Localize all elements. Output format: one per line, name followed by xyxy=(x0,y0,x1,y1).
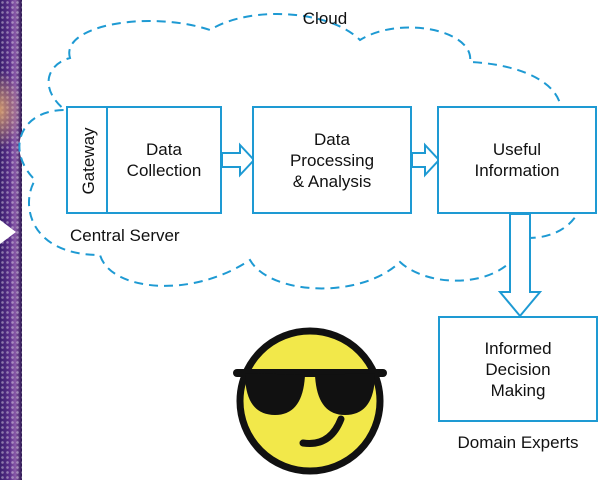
sunglasses-emoji-icon xyxy=(233,327,387,475)
data-collection-label: Data Collection xyxy=(126,140,202,180)
useful-information-label: Useful Information xyxy=(474,140,560,180)
arrow-processing-to-information xyxy=(411,142,441,178)
central-server-box: Gateway Data Collection xyxy=(66,106,222,214)
central-server-label: Central Server xyxy=(70,226,180,245)
informed-decision-box: Informed Decision Making xyxy=(438,316,598,422)
gateway-panel: Gateway xyxy=(68,108,108,212)
domain-experts-label: Domain Experts xyxy=(457,433,579,452)
informed-decision-label: Informed Decision Making xyxy=(484,338,552,400)
gateway-label: Gateway xyxy=(78,127,98,195)
arrow-collection-to-processing xyxy=(221,142,256,178)
data-processing-label: Data Processing & Analysis xyxy=(289,129,375,191)
background-photo-strip xyxy=(0,0,22,480)
cloud-label: Cloud xyxy=(302,9,348,28)
useful-information-box: Useful Information xyxy=(437,106,597,214)
arrow-information-to-decision xyxy=(497,213,543,318)
data-processing-box: Data Processing & Analysis xyxy=(252,106,412,214)
